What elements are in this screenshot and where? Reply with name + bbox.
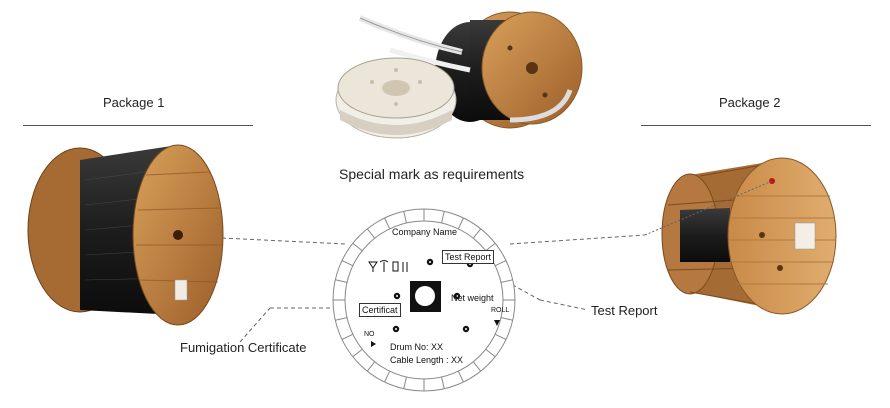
drum-rim-segment xyxy=(485,242,496,252)
handling-symbols-icon xyxy=(368,260,408,272)
drum-rim-segment xyxy=(441,211,445,224)
drum-rim-segment xyxy=(352,348,363,358)
drum-test-report-box: Test Report xyxy=(442,250,495,264)
drum-rim-segment xyxy=(366,228,376,239)
drum-rim-segment xyxy=(384,217,391,230)
drum-number: Drum No: XX xyxy=(390,342,444,352)
drum-rim-segment xyxy=(472,228,482,239)
package-1-label: Package 1 xyxy=(103,95,165,110)
drum-rim-segment xyxy=(335,279,348,283)
drum-rim-segment xyxy=(352,242,363,252)
drum-rim-segment xyxy=(500,279,513,283)
drum-rim-segment xyxy=(341,333,354,340)
drum-rim-segment xyxy=(403,376,407,389)
drum-rim-segment xyxy=(457,217,464,230)
drum-company-name: Company Name xyxy=(392,227,458,237)
drum-net-weight: Net weight xyxy=(451,293,494,303)
top-reels-photo xyxy=(335,11,583,139)
package-1-rule xyxy=(23,125,253,126)
drum-rim-segment xyxy=(485,348,496,358)
drum-rim-segment xyxy=(494,260,507,267)
drum-rim-segment xyxy=(500,317,513,321)
special-mark-label: Special mark as requirements xyxy=(339,166,525,182)
drum-rim-segment xyxy=(441,376,445,389)
package-1-reel-photo xyxy=(27,144,224,326)
test-report-label: Test Report xyxy=(591,303,658,318)
drum-rim-segment xyxy=(384,370,391,383)
drum-roll-label: ROLL xyxy=(491,307,510,314)
drum-rim-segment xyxy=(403,211,407,224)
fumigation-certificate-label: Fumigation Certificate xyxy=(180,340,307,355)
drum-rim-segment xyxy=(366,361,376,372)
drum-certificate-box: Certificat xyxy=(359,303,401,317)
package-2-reel-photo xyxy=(661,157,837,315)
package-2-rule xyxy=(641,125,871,126)
package-2-label: Package 2 xyxy=(719,95,781,110)
drum-rim-segment xyxy=(335,317,348,321)
drum-no-label: NO xyxy=(364,331,375,338)
arrow-icon xyxy=(371,341,376,347)
drum-rim-segment xyxy=(472,361,482,372)
drum-rim-segment xyxy=(457,370,464,383)
drum-rim-segment xyxy=(341,260,354,267)
drum-rim-segment xyxy=(494,333,507,340)
drum-cable-length: Cable Length : XX xyxy=(390,355,464,365)
